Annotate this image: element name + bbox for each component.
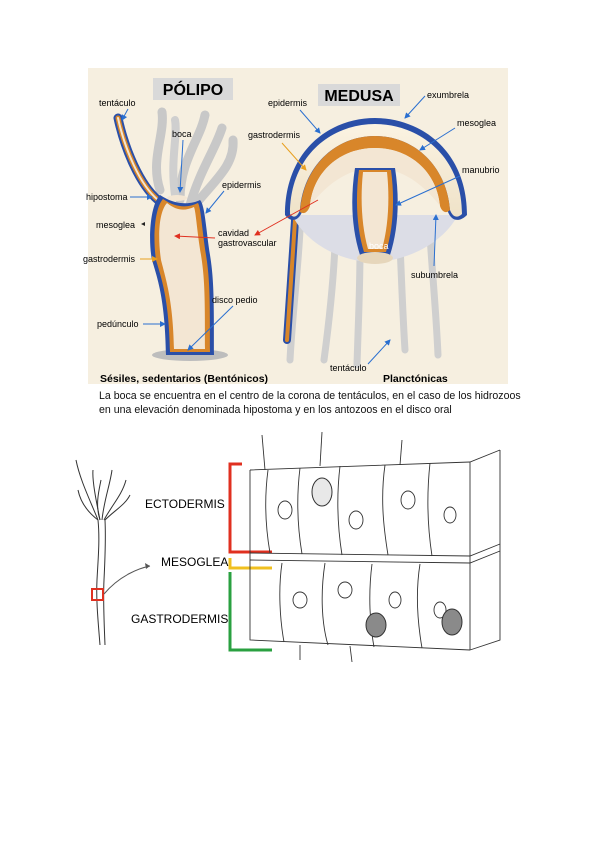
polyp-tentacle: [152, 107, 167, 195]
medusa-tentacle: [286, 226, 304, 364]
label-gastrodermis: GASTRODERMIS: [131, 612, 228, 626]
body-text: La boca se encuentra en el centro de la …: [99, 389, 521, 417]
polyp-label-mesoglea: mesoglea: [96, 220, 135, 230]
medusa-label-subumbrela: subumbrela: [411, 270, 458, 280]
polyp-label-epidermis: epidermis: [222, 180, 262, 190]
ectodermis-bracket: [228, 462, 272, 554]
polyp-label-hipostoma: hipostoma: [86, 192, 128, 202]
gastrodermis-bracket: [228, 572, 272, 652]
polyp-tentacle: [185, 123, 227, 210]
polyp-medusa-diagram: PÓLIPO MEDUSA tentáculo boca hipostoma m…: [83, 68, 508, 385]
polyp-cavity: [159, 203, 205, 349]
medusa-label-exumbrela: exumbrela: [427, 90, 469, 100]
gland-cell: [365, 612, 387, 638]
polyp-label-pedunculo: pedúnculo: [97, 319, 139, 329]
polyp-label-disco-pedio: disco pedio: [212, 295, 258, 305]
polyp-label-boca: boca: [172, 129, 192, 139]
polyp-title: PÓLIPO: [163, 80, 223, 99]
medusa-tentacle: [396, 241, 409, 354]
label-ectodermis: ECTODERMIS: [145, 497, 225, 511]
medusa-label-mesoglea: mesoglea: [457, 118, 496, 128]
cnidocyte: [311, 477, 333, 507]
polyp-label-gastrovascular: gastrovascular: [218, 238, 277, 248]
medusa-label-gastrodermis: gastrodermis: [248, 130, 301, 140]
medusa-label-boca: boca: [369, 241, 389, 251]
hydra-sketch: [75, 459, 131, 646]
polyp-tentacle: [190, 135, 238, 210]
polyp-label-cavidad: cavidad: [218, 228, 249, 238]
medusa-drawing: [283, 118, 467, 369]
polyp-title-box: [153, 78, 233, 100]
body-text-line: en una elevación denominada hipostoma y …: [99, 404, 452, 416]
medusa-tentacle: [320, 241, 339, 364]
medusa-tentacle: [353, 246, 364, 369]
body-text-line: La boca se encuentra en el centro de la …: [99, 390, 521, 402]
polyp-label-tentaculo: tentáculo: [99, 98, 136, 108]
cell-nuclei: [277, 490, 457, 619]
medusa-label-tentaculo: tentáculo: [330, 363, 367, 373]
medusa-tentacle: [426, 231, 442, 359]
gland-cell: [441, 608, 463, 636]
medusa-label-manubrio: manubrio: [462, 165, 500, 175]
mesoglea-bracket: [228, 558, 272, 570]
label-mesoglea: MESOGLEA: [161, 555, 228, 569]
medusa-title-box: [318, 84, 400, 106]
medusa-caption: Planctónicas: [383, 373, 448, 385]
polyp-label-gastrodermis: gastrodermis: [83, 254, 136, 264]
hydra-selection-box: [91, 588, 104, 601]
tissue-block: [249, 431, 501, 663]
polyp-tentacle: [169, 116, 180, 199]
medusa-label-epidermis: epidermis: [268, 98, 308, 108]
polyp-caption: Sésiles, sedentarios (Bentónicos): [100, 373, 268, 385]
medusa-title: MEDUSA: [324, 88, 394, 105]
